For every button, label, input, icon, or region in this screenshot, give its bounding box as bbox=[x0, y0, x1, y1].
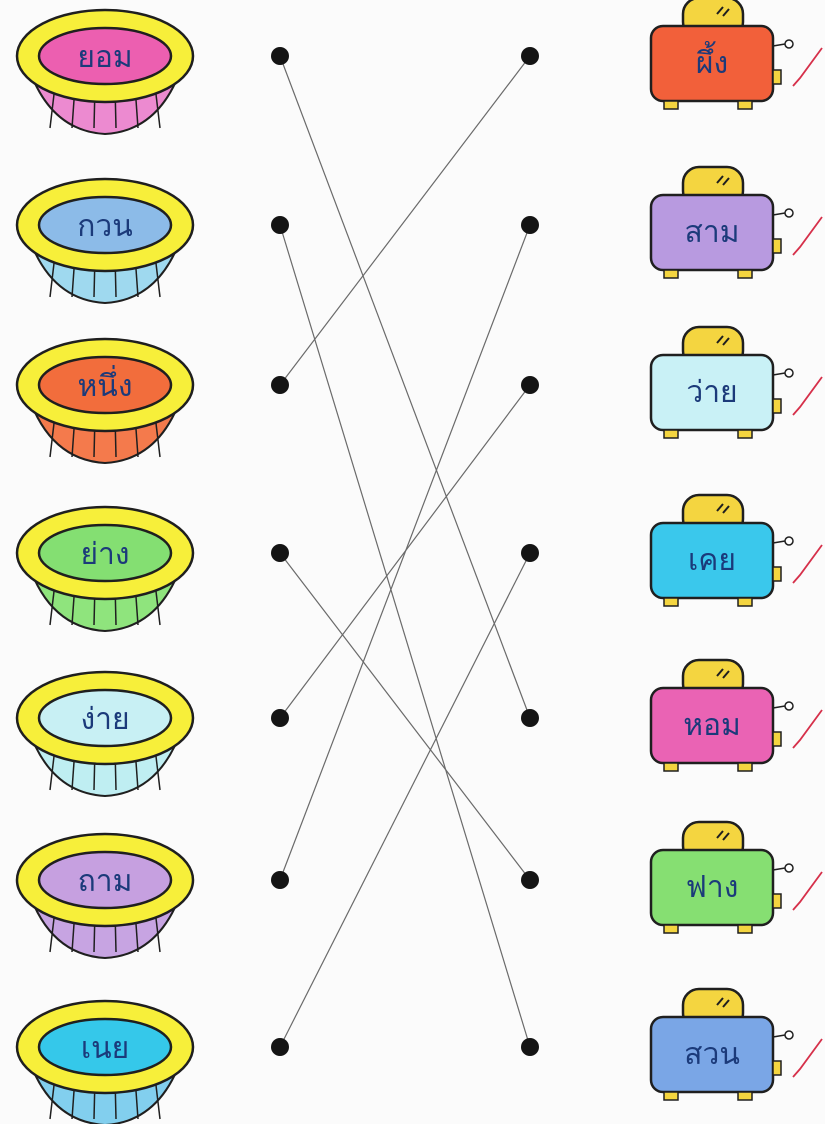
cup-1: ยอม bbox=[17, 10, 193, 134]
match-lines bbox=[280, 56, 530, 1047]
cup-word-label: ย่าง bbox=[80, 537, 129, 572]
check-icon bbox=[793, 545, 822, 583]
cup-word-label: ยอม bbox=[77, 40, 132, 75]
match-line-3-1 bbox=[280, 56, 530, 385]
toaster-5: หอม bbox=[651, 660, 822, 771]
left-dot-7[interactable] bbox=[271, 1038, 289, 1056]
check-icon bbox=[793, 217, 822, 255]
cup-2: กวน bbox=[17, 179, 193, 303]
toaster-3: ว่าย bbox=[651, 327, 822, 438]
right-dot-3[interactable] bbox=[521, 376, 539, 394]
right-dot-2[interactable] bbox=[521, 216, 539, 234]
match-line-1-5 bbox=[280, 56, 530, 718]
right-dot-4[interactable] bbox=[521, 544, 539, 562]
toaster-word-label: ผึ้ง bbox=[696, 41, 728, 81]
right-dot-1[interactable] bbox=[521, 47, 539, 65]
right-dot-6[interactable] bbox=[521, 871, 539, 889]
toaster-2: สาม bbox=[651, 167, 822, 278]
check-icon bbox=[793, 48, 822, 86]
cup-word-label: หนึ่ง bbox=[78, 365, 133, 404]
left-dot-6[interactable] bbox=[271, 871, 289, 889]
cup-7: เนย bbox=[17, 1001, 193, 1124]
left-dot-1[interactable] bbox=[271, 47, 289, 65]
toaster-7: สวน bbox=[651, 989, 822, 1100]
cup-word-label: กวน bbox=[77, 209, 133, 244]
cup-5: ง่าย bbox=[17, 672, 193, 796]
cup-word-label: ง่าย bbox=[80, 702, 129, 737]
check-icon bbox=[793, 872, 822, 910]
left-dot-4[interactable] bbox=[271, 544, 289, 562]
cup-6: ถาม bbox=[17, 834, 193, 958]
left-dot-5[interactable] bbox=[271, 709, 289, 727]
match-line-2-7 bbox=[280, 225, 530, 1047]
cup-word-label: ถาม bbox=[78, 864, 133, 899]
check-icon bbox=[793, 710, 822, 748]
match-line-6-2 bbox=[280, 225, 530, 880]
left-dot-3[interactable] bbox=[271, 376, 289, 394]
left-dot-2[interactable] bbox=[271, 216, 289, 234]
toaster-word-label: สวน bbox=[684, 1037, 740, 1072]
cup-3: หนึ่ง bbox=[17, 339, 193, 463]
toaster-4: เคย bbox=[651, 495, 822, 606]
check-icon bbox=[793, 377, 822, 415]
check-icon bbox=[793, 1039, 822, 1077]
cup-word-label: เนย bbox=[81, 1031, 129, 1066]
toaster-word-label: เคย bbox=[688, 543, 736, 578]
right-dot-5[interactable] bbox=[521, 709, 539, 727]
match-line-4-6 bbox=[280, 553, 530, 880]
match-line-7-4 bbox=[280, 553, 530, 1047]
toaster-1: ผึ้ง bbox=[651, 0, 822, 109]
right-dot-7[interactable] bbox=[521, 1038, 539, 1056]
toaster-word-label: ฟาง bbox=[686, 870, 739, 905]
cup-4: ย่าง bbox=[17, 507, 193, 631]
toaster-word-label: หอม bbox=[683, 708, 741, 743]
toaster-6: ฟาง bbox=[651, 822, 822, 933]
toaster-word-label: ว่าย bbox=[686, 375, 737, 410]
toaster-word-label: สาม bbox=[685, 215, 740, 250]
